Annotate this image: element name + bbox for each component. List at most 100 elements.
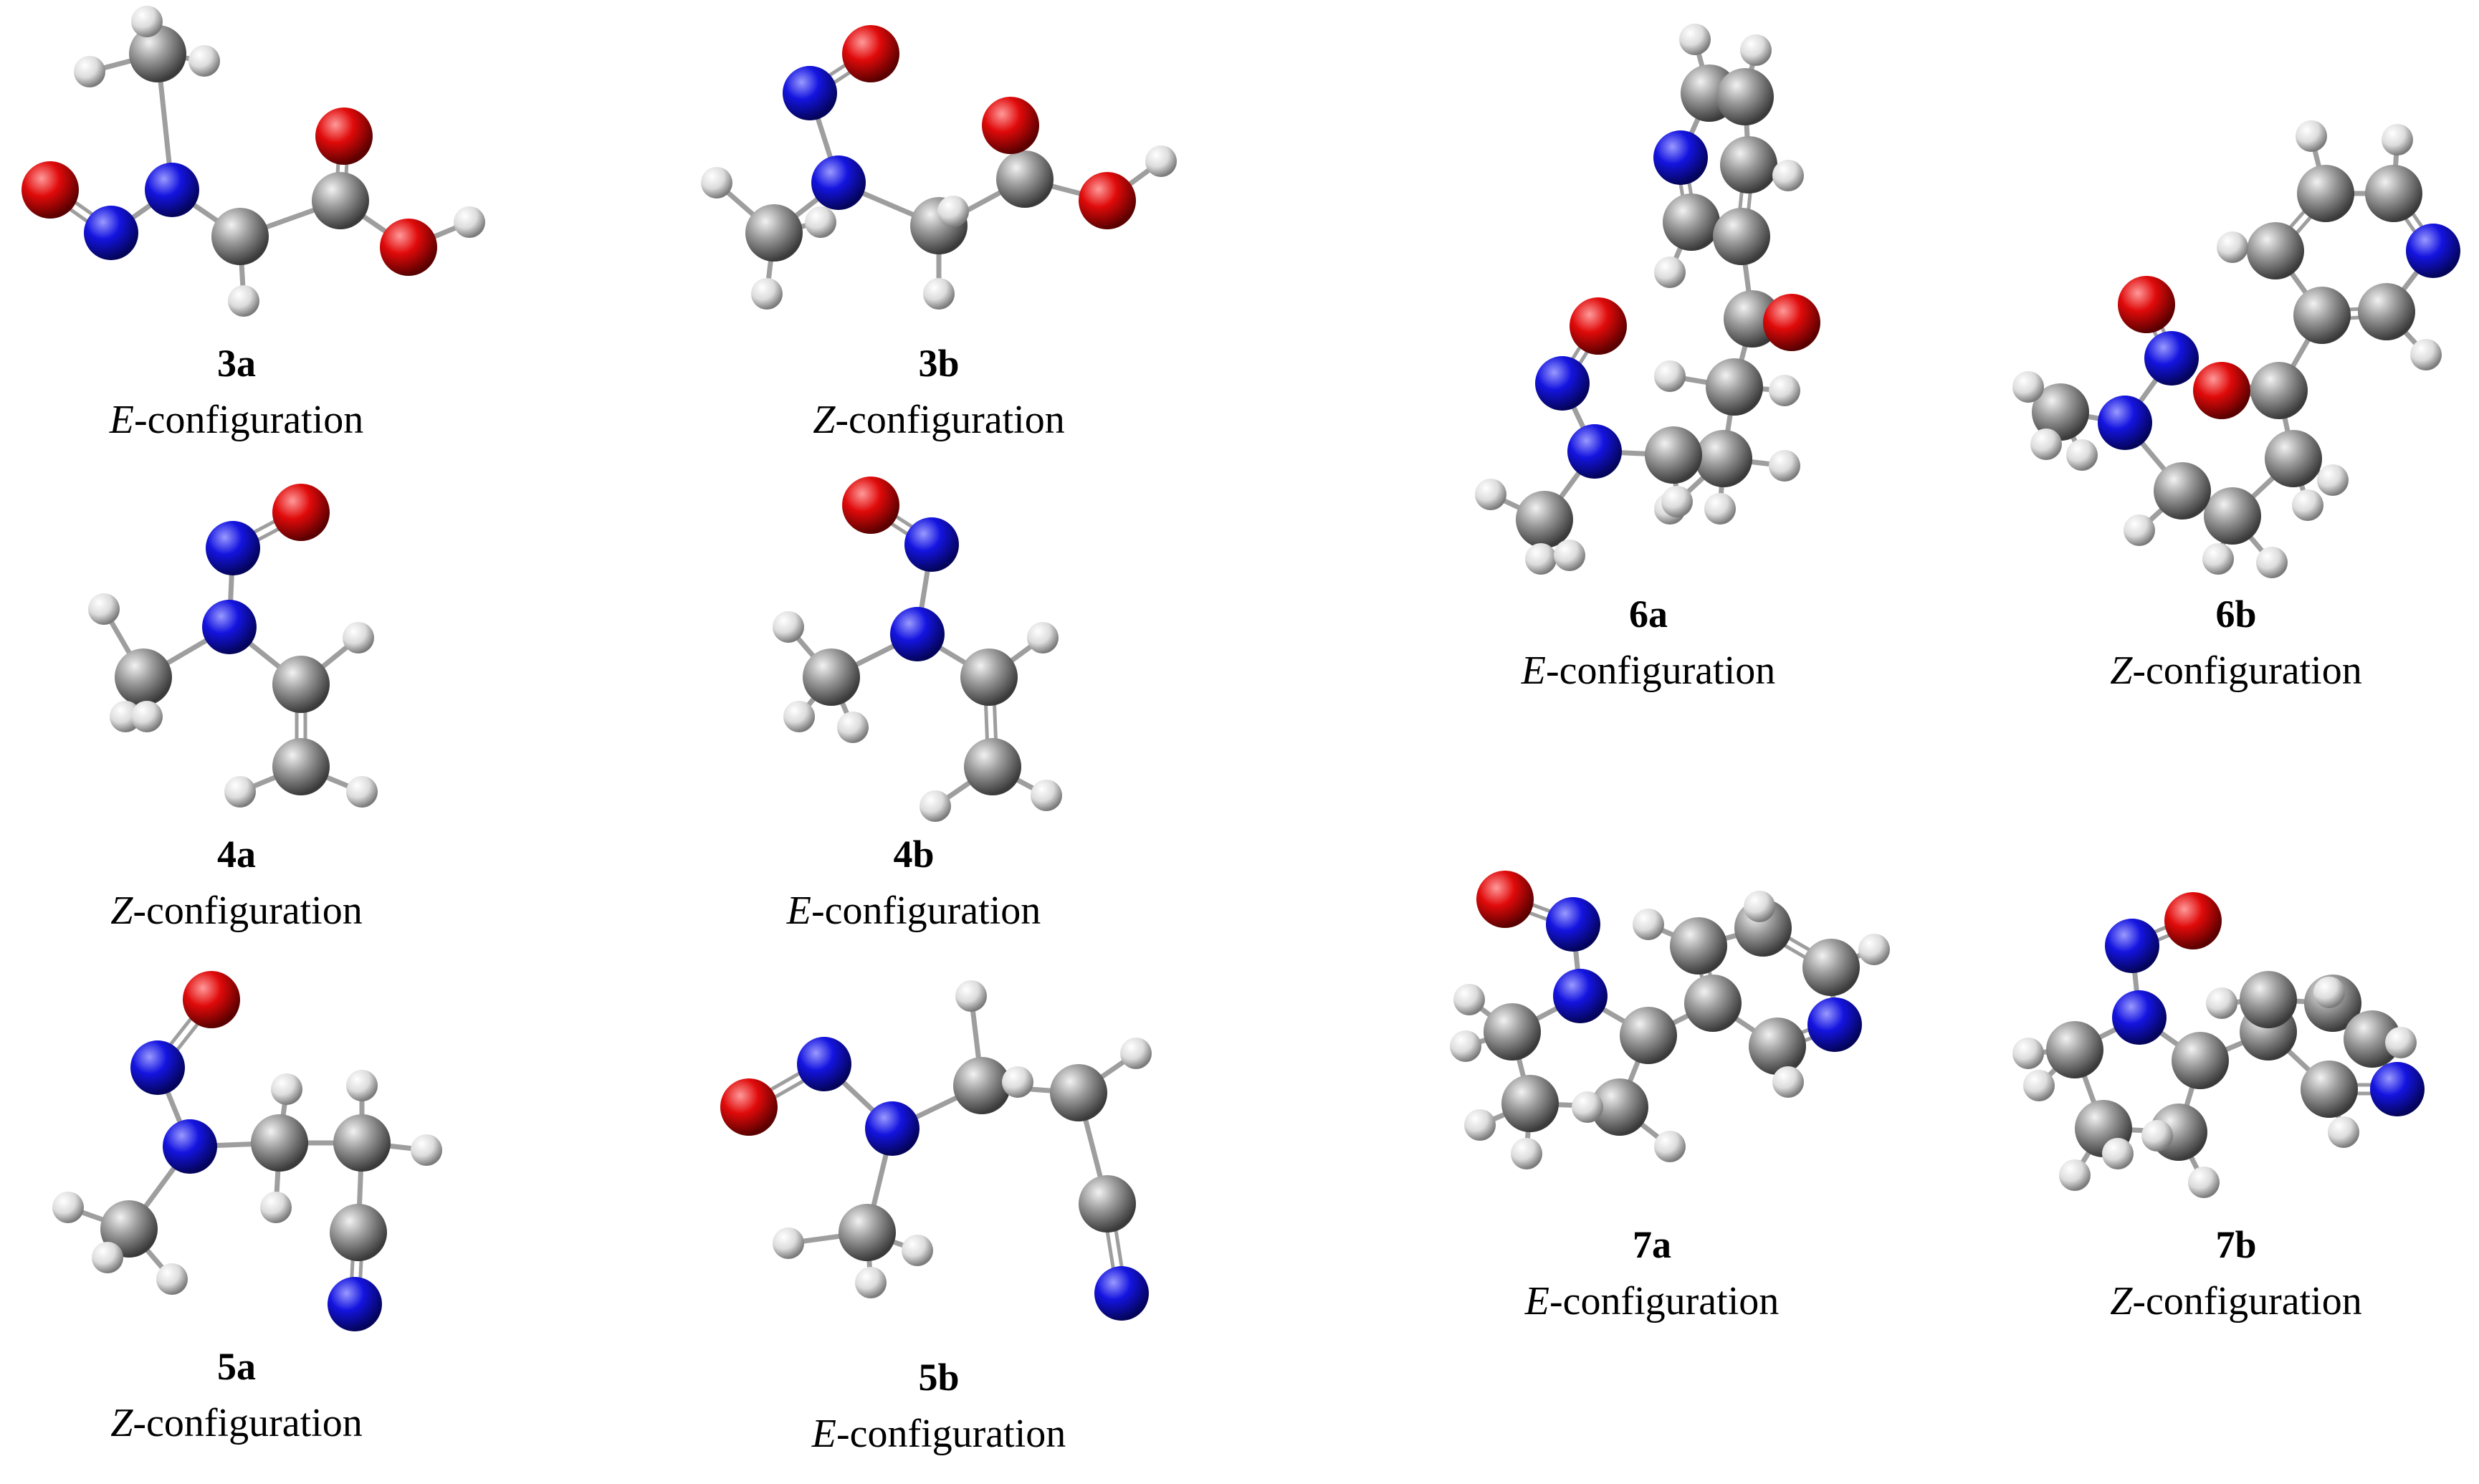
caption-5b: 5b E-configuration: [688, 1358, 1190, 1454]
oxygen-atom: [315, 107, 373, 165]
caption-7b: 7b Z-configuration: [1985, 1225, 2479, 1321]
hydrogen-atom: [2066, 439, 2098, 471]
structure-id: 3b: [918, 342, 960, 385]
hydrogen-atom: [1572, 1091, 1603, 1123]
hydrogen-atom: [2217, 231, 2248, 263]
hydrogen-atom: [2030, 429, 2062, 460]
configuration-label: Z-configuration: [2110, 1279, 2362, 1323]
molecule-5a: [52, 971, 442, 1331]
carbon-atom: [1645, 426, 1702, 484]
hydrogen-atom: [228, 285, 259, 317]
carbon-atom: [1802, 939, 1860, 996]
hydrogen-atom: [1145, 145, 1177, 177]
hydrogen-atom: [1525, 543, 1557, 575]
carbon-atom: [1684, 975, 1742, 1032]
hydrogen-atom: [2012, 371, 2044, 403]
carbon-atom: [2046, 1021, 2103, 1078]
hydrogen-atom: [783, 701, 815, 732]
structure-id: 4b: [893, 833, 935, 876]
hydrogen-atom: [1554, 540, 1585, 571]
hydrogen-atom: [2256, 547, 2288, 578]
oxygen-atom: [2118, 276, 2175, 333]
hydrogen-atom: [1654, 360, 1686, 392]
hydrogen-atom: [1769, 450, 1800, 482]
hydrogen-atom: [74, 56, 105, 87]
hydrogen-atom: [454, 206, 485, 238]
hydrogen-atom: [188, 45, 220, 77]
carbon-atom: [1695, 430, 1752, 487]
carbon-atom: [2265, 430, 2322, 487]
hydrogen-atom: [751, 278, 783, 310]
carbon-atom: [272, 656, 330, 713]
molecule-4b: [773, 477, 1062, 822]
caption-7a: 7a E-configuration: [1401, 1225, 1903, 1321]
hydrogen-atom: [902, 1235, 933, 1266]
caption-3a: 3a E-configuration: [0, 344, 487, 440]
nitrogen-atom: [811, 155, 866, 210]
carbon-atom: [1720, 136, 1777, 193]
hydrogen-atom: [156, 1263, 188, 1295]
nitrogen-atom: [797, 1037, 851, 1091]
nitrogen-atom: [1094, 1266, 1149, 1321]
hydrogen-atom: [1464, 1109, 1496, 1141]
carbon-atom: [953, 1057, 1011, 1114]
hydrogen-atom: [1453, 984, 1485, 1015]
nitrogen-atom: [130, 1040, 185, 1095]
carbon-atom: [1670, 917, 1727, 975]
structure-id: 5a: [217, 1345, 256, 1388]
hydrogen-atom: [1654, 1131, 1686, 1162]
carbon-atom: [2154, 462, 2211, 520]
carbon-atom: [1716, 68, 1774, 125]
hydrogen-atom: [411, 1134, 442, 1166]
structure-id: 6a: [1629, 593, 1668, 636]
molecule-3b: [701, 25, 1177, 310]
oxygen-atom: [720, 1078, 778, 1136]
carbon-atom: [1591, 1078, 1648, 1136]
caption-3b: 3b Z-configuration: [688, 344, 1190, 440]
configuration-label: E-configuration: [109, 398, 364, 442]
carbon-atom: [129, 25, 186, 82]
carbon-atom: [2247, 222, 2304, 279]
nitrogen-atom: [2144, 331, 2199, 386]
carbon-atom: [960, 648, 1018, 706]
carbon-atom: [115, 648, 172, 706]
configuration-label: E-configuration: [1521, 648, 1776, 693]
carbon-atom: [1516, 491, 1573, 548]
molecule-3a: [22, 6, 485, 317]
carbon-atom: [839, 1204, 896, 1261]
hydrogen-atom: [805, 206, 836, 238]
carbon-atom: [1484, 1003, 1541, 1061]
hydrogen-atom: [343, 622, 374, 654]
hydrogen-atom: [131, 6, 163, 37]
structure-id: 7a: [1633, 1223, 1671, 1266]
nitrogen-atom: [2406, 224, 2460, 278]
hydrogen-atom: [1031, 780, 1062, 811]
nitrogen-atom: [904, 517, 959, 572]
hydrogen-atom: [2385, 1027, 2417, 1058]
hydrogen-atom: [224, 776, 256, 808]
carbon-atom: [211, 208, 269, 265]
configuration-label: E-configuration: [786, 889, 1041, 933]
nitrogen-atom: [163, 1119, 217, 1174]
structure-id: 3a: [217, 342, 256, 385]
molecule-6a: [1475, 24, 1820, 575]
carbon-atom: [2358, 283, 2415, 340]
hydrogen-atom: [1002, 1066, 1033, 1098]
molecule-7a: [1450, 871, 1890, 1169]
hydrogen-atom: [1769, 375, 1800, 406]
hydrogen-atom: [937, 196, 969, 227]
carbon-atom: [1749, 1018, 1806, 1075]
hydrogen-atom: [855, 1267, 887, 1298]
hydrogen-atom: [2102, 1138, 2134, 1169]
nitrogen-atom: [2105, 919, 2159, 973]
carbon-atom: [2344, 1010, 2401, 1068]
carbon-atom: [2032, 383, 2089, 441]
nitrogen-atom: [206, 521, 260, 575]
hydrogen-atom: [92, 1242, 123, 1273]
structure-id: 4a: [217, 833, 256, 876]
carbon-atom: [996, 150, 1054, 208]
hydrogen-atom: [923, 278, 955, 310]
caption-4a: 4a Z-configuration: [0, 835, 487, 931]
nitrogen-atom: [1567, 424, 1622, 479]
oxygen-atom: [183, 971, 240, 1028]
